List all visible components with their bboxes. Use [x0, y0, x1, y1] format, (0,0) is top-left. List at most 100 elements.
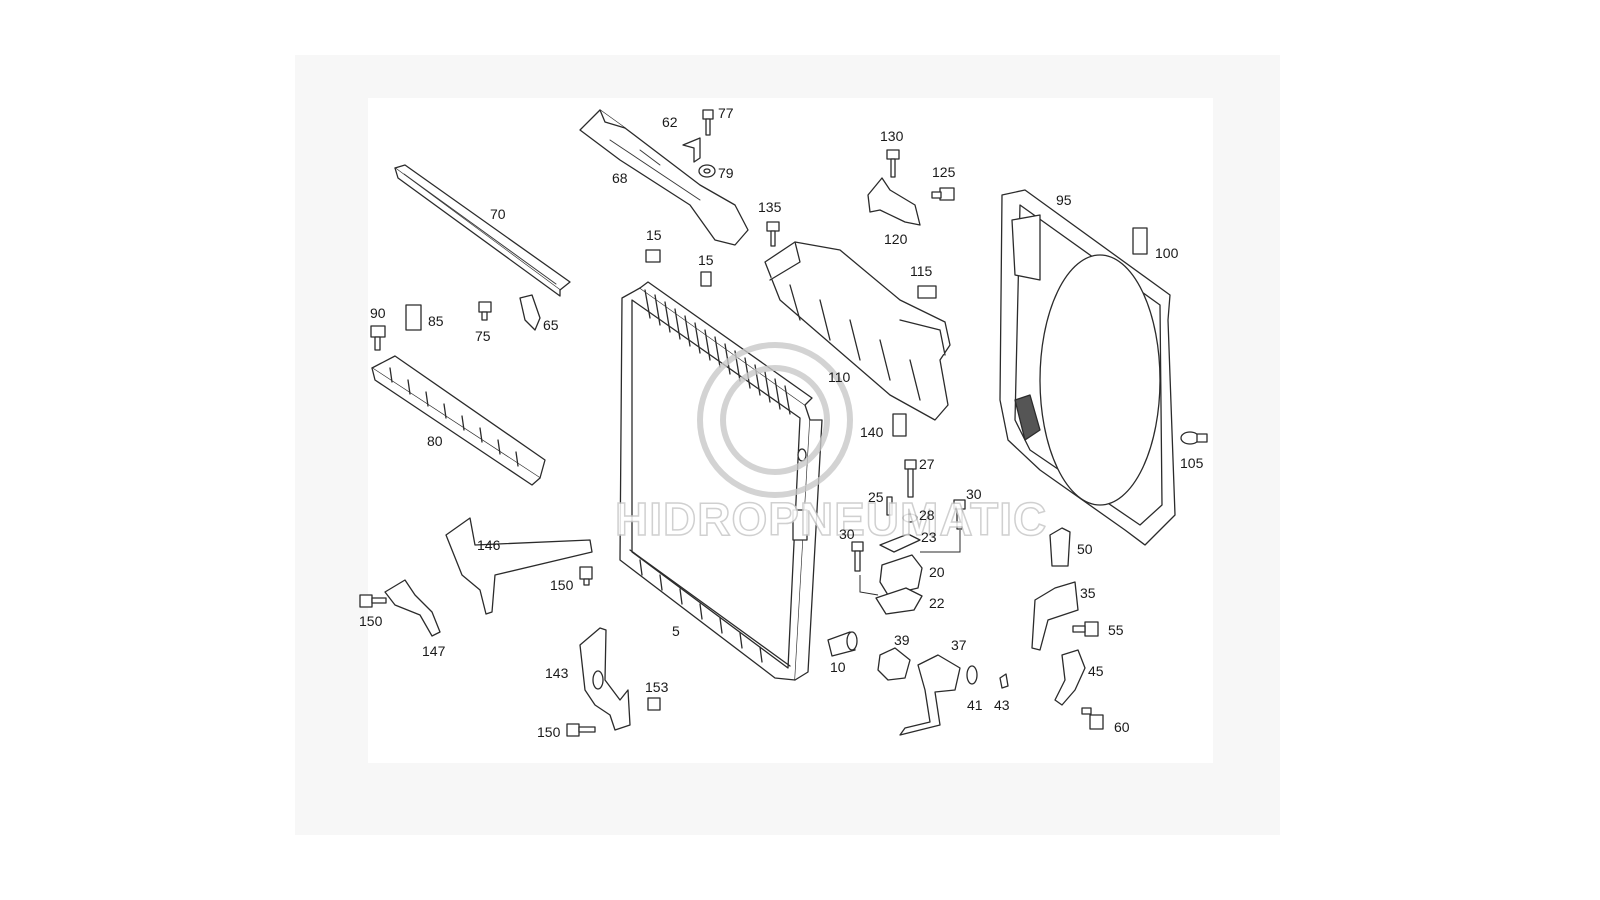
label-37: 37: [951, 637, 967, 653]
label-120: 120: [884, 231, 908, 247]
part-30-bolt-b[interactable]: [851, 541, 864, 572]
part-22-base[interactable]: [875, 587, 923, 615]
label-70: 70: [490, 206, 506, 222]
label-95: 95: [1056, 192, 1072, 208]
label-147: 147: [422, 643, 446, 659]
label-140: 140: [860, 424, 884, 440]
part-55-bolt[interactable]: [1072, 621, 1099, 637]
part-150-bolt-b[interactable]: [579, 566, 593, 586]
part-95-fan-shroud[interactable]: [999, 189, 1176, 546]
label-35: 35: [1080, 585, 1096, 601]
label-143: 143: [545, 665, 569, 681]
label-28: 28: [919, 507, 935, 523]
part-85-clip[interactable]: [405, 304, 422, 331]
label-60: 60: [1114, 719, 1130, 735]
part-150-bolt-a[interactable]: [359, 594, 387, 608]
part-75-bolt[interactable]: [478, 301, 492, 321]
part-79-nut[interactable]: [698, 164, 716, 178]
part-100-clip[interactable]: [1132, 227, 1148, 255]
label-85: 85: [428, 313, 444, 329]
label-10: 10: [830, 659, 846, 675]
part-130-bolt[interactable]: [886, 149, 900, 178]
label-150b: 150: [550, 577, 574, 593]
label-45: 45: [1088, 663, 1104, 679]
label-39: 39: [894, 632, 910, 648]
part-45-bracket[interactable]: [1054, 649, 1086, 706]
part-10-drain-plug[interactable]: [827, 631, 858, 657]
part-146-bracket[interactable]: [445, 517, 593, 615]
label-105: 105: [1180, 455, 1204, 471]
part-5-radiator[interactable]: [619, 281, 823, 681]
label-30a: 30: [966, 486, 982, 502]
label-41: 41: [967, 697, 983, 713]
label-22: 22: [929, 595, 945, 611]
part-28-washer[interactable]: [902, 513, 918, 523]
label-25: 25: [868, 489, 884, 505]
label-125: 125: [932, 164, 956, 180]
part-125-bolt[interactable]: [931, 187, 955, 201]
label-68: 68: [612, 170, 628, 186]
part-140-clip[interactable]: [892, 413, 907, 437]
part-30-bolt-a[interactable]: [953, 499, 966, 530]
label-146: 146: [477, 537, 501, 553]
part-110-upper-bracket[interactable]: [764, 241, 951, 421]
part-20-block[interactable]: [879, 554, 923, 596]
part-43-clip[interactable]: [999, 673, 1009, 689]
part-80-lower-strip[interactable]: [371, 355, 546, 486]
label-65: 65: [543, 317, 559, 333]
label-5: 5: [672, 623, 680, 639]
label-100: 100: [1155, 245, 1179, 261]
part-70-top-strip[interactable]: [394, 164, 571, 297]
part-120-bracket[interactable]: [867, 177, 921, 226]
callout-labels: 5 10 15 15 20 22 23 25 27 28 30 30 35 37…: [359, 105, 1204, 740]
part-35-bracket[interactable]: [1031, 581, 1079, 651]
label-23: 23: [921, 529, 937, 545]
part-68-bracket-rail[interactable]: [579, 109, 749, 246]
label-79: 79: [718, 165, 734, 181]
label-77: 77: [718, 105, 734, 121]
label-130: 130: [880, 128, 904, 144]
label-27: 27: [919, 456, 935, 472]
part-25-bolt[interactable]: [886, 496, 893, 516]
watermark-text: HIDROPNEUMATIC: [615, 493, 1047, 545]
part-23-plate[interactable]: [879, 533, 921, 553]
part-143-bracket[interactable]: [579, 627, 631, 731]
part-153-nut[interactable]: [647, 697, 661, 711]
part-50-bracket[interactable]: [1049, 527, 1071, 567]
label-150c: 150: [537, 724, 561, 740]
part-37-mount[interactable]: [899, 654, 961, 736]
part-77-bolt[interactable]: [702, 109, 714, 136]
label-80: 80: [427, 433, 443, 449]
part-27-bolt[interactable]: [904, 459, 917, 498]
label-75: 75: [475, 328, 491, 344]
part-65-bracket[interactable]: [519, 294, 541, 331]
part-15-clip-a[interactable]: [645, 249, 661, 263]
label-110: 110: [828, 369, 851, 385]
label-135: 135: [758, 199, 782, 215]
label-62: 62: [662, 114, 678, 130]
part-135-bolt[interactable]: [766, 221, 780, 247]
part-150-bolt-c[interactable]: [566, 723, 596, 737]
label-115: 115: [910, 263, 933, 279]
part-15-clip-b[interactable]: [700, 271, 712, 287]
label-153: 153: [645, 679, 669, 695]
label-15a: 15: [646, 227, 662, 243]
part-39-mount[interactable]: [877, 647, 911, 681]
label-15b: 15: [698, 252, 714, 268]
label-55: 55: [1108, 622, 1124, 638]
label-150a: 150: [359, 613, 383, 629]
label-43: 43: [994, 697, 1010, 713]
part-115-clip[interactable]: [917, 285, 937, 299]
label-90: 90: [370, 305, 386, 321]
part-105-fastener[interactable]: [1180, 431, 1208, 445]
part-147-bracket[interactable]: [384, 579, 441, 637]
part-41-washer[interactable]: [966, 665, 978, 685]
label-30b: 30: [839, 526, 855, 542]
label-50: 50: [1077, 541, 1093, 557]
part-90-bolt[interactable]: [370, 325, 386, 351]
watermark: HIDROPNEUMATIC: [614, 342, 1047, 546]
label-20: 20: [929, 564, 945, 580]
part-60-bolt[interactable]: [1081, 707, 1104, 730]
part-62-clip[interactable]: [682, 137, 701, 163]
